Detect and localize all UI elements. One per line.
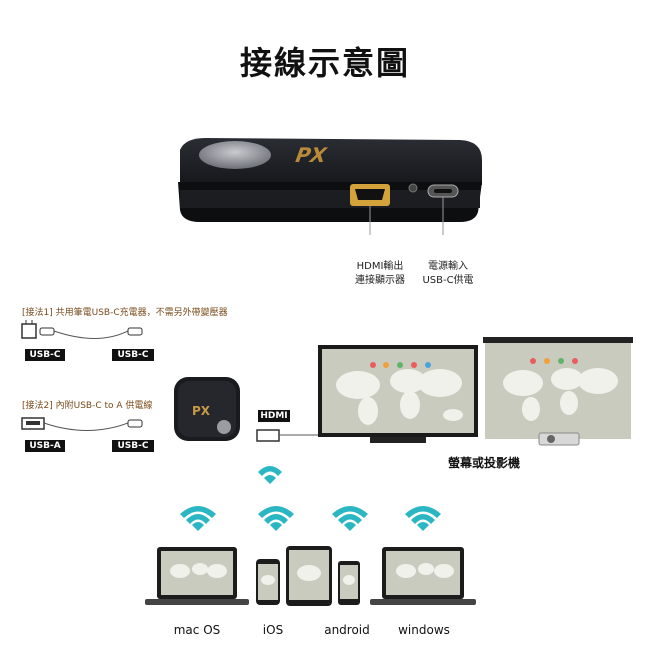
macbook-image bbox=[145, 547, 249, 605]
hdmi-output-label: HDMI輸出連接顯示器 bbox=[355, 261, 405, 286]
usb-c-tag: USB-C bbox=[25, 349, 65, 361]
wifi-icon bbox=[332, 506, 368, 531]
wifi-icon bbox=[180, 506, 216, 531]
monitor-image bbox=[318, 345, 478, 443]
hdmi-tag: HDMI bbox=[258, 410, 290, 422]
charger-icon bbox=[21, 320, 37, 339]
display-label: 螢幕或投影機 bbox=[448, 456, 521, 470]
os-label-macos: mac OS bbox=[173, 623, 221, 637]
ipad-image bbox=[286, 546, 332, 606]
px-receiver-image: PX bbox=[174, 377, 240, 441]
usb-c-tag: USB-C bbox=[112, 349, 154, 361]
hdmi-cable-image bbox=[256, 429, 323, 442]
method-1-label: [接法1] 共用筆電USB-C充電器，不需另外帶變壓器 bbox=[22, 308, 228, 318]
wifi-icon bbox=[405, 506, 441, 531]
projector-icon bbox=[538, 432, 580, 446]
os-label-ios: iOS bbox=[262, 623, 284, 637]
wifi-signal-icon bbox=[258, 466, 282, 484]
brand-logo: PX bbox=[292, 144, 331, 167]
usb-a-plug-icon bbox=[21, 417, 45, 430]
svg-text:PX: PX bbox=[192, 404, 211, 418]
os-label-android: android bbox=[324, 623, 370, 637]
iphone-image bbox=[256, 559, 280, 605]
projector-screen-image bbox=[483, 337, 633, 446]
method-2-cable-image bbox=[21, 417, 143, 431]
page-title: 接線示意圖 bbox=[239, 44, 410, 82]
wifi-icon bbox=[258, 506, 294, 531]
power-button-icon bbox=[199, 141, 271, 169]
os-label-windows: windows bbox=[398, 623, 450, 637]
usb-c-tag: USB-C bbox=[112, 440, 154, 452]
method-1-cable-image bbox=[21, 320, 143, 339]
hdmi-port-icon bbox=[350, 184, 390, 206]
method-2-label: [接法2] 內附USB-C to A 供電線 bbox=[22, 401, 153, 411]
hdmi-plug-icon bbox=[256, 429, 280, 442]
usb-c-port-icon bbox=[427, 184, 459, 198]
android-phone-image bbox=[338, 561, 360, 605]
device-hero-image: PX bbox=[178, 138, 482, 235]
audio-jack-icon bbox=[408, 183, 418, 193]
usb-a-tag: USB-A bbox=[25, 440, 65, 452]
windows-laptop-image bbox=[370, 547, 476, 605]
